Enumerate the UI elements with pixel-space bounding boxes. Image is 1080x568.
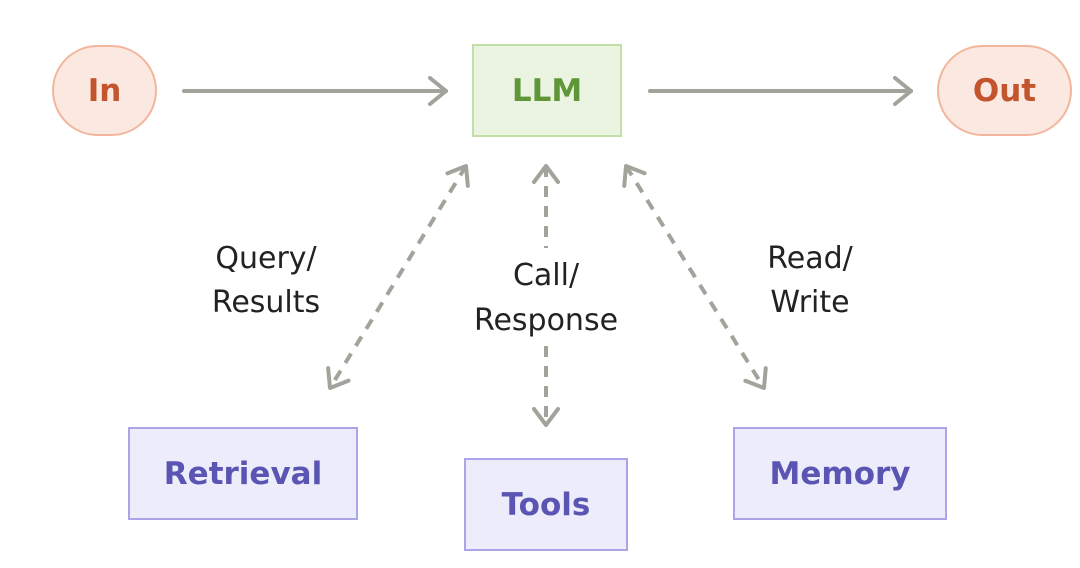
llm-retrieval-arrow [326, 164, 470, 390]
memory-edge-label-line1: Read/ [767, 241, 853, 276]
tools-node: Tools [464, 458, 628, 551]
tools-edge-label-line1: Call/ [513, 258, 580, 293]
memory-edge-label: Read/ Write [767, 241, 853, 320]
retrieval-edge-label: Query/ Results [212, 241, 320, 320]
retrieval-edge-label-line2: Results [212, 285, 320, 320]
retrieval-node-label: Retrieval [164, 456, 322, 492]
tools-node-label: Tools [502, 487, 591, 523]
memory-edge-label-line2: Write [770, 285, 849, 320]
output-node-label: Out [973, 73, 1036, 109]
input-node: In [52, 45, 157, 136]
memory-node-label: Memory [770, 456, 911, 492]
retrieval-node: Retrieval [128, 427, 358, 520]
tools-edge-label-line2: Response [474, 303, 618, 338]
llm-node-label: LLM [512, 73, 582, 109]
memory-node: Memory [733, 427, 947, 520]
output-node: Out [937, 45, 1072, 136]
llm-node: LLM [472, 44, 622, 137]
tools-edge-label: Call/ Response [462, 248, 630, 344]
retrieval-edge-label-line1: Query/ [215, 241, 317, 276]
llm-memory-arrow [622, 164, 768, 390]
input-node-label: In [88, 73, 122, 109]
